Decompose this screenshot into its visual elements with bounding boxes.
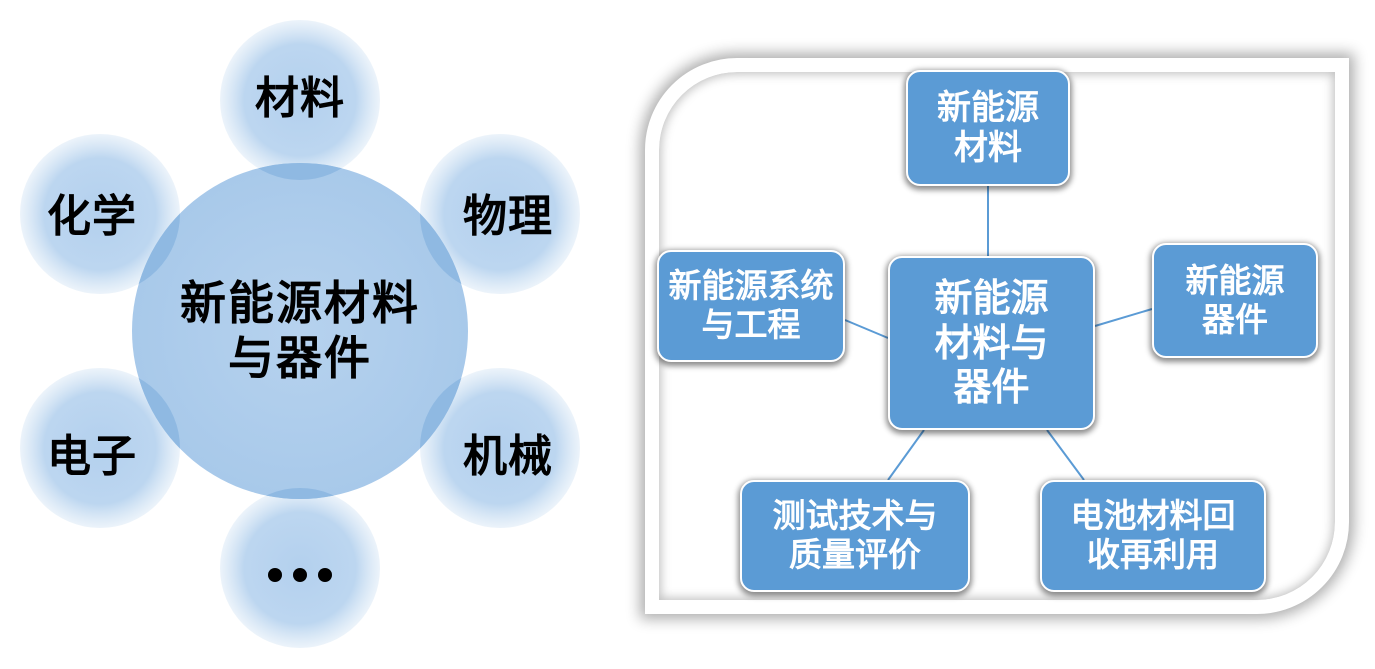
- node-bottom-right: 电池材料回收再利用: [1040, 480, 1266, 592]
- satellite-upper-right-circle: [420, 134, 580, 294]
- node-left: 新能源系统与工程: [657, 250, 845, 362]
- satellite-top-circle: [220, 20, 380, 180]
- node-top: 新能源材料: [906, 70, 1070, 186]
- satellite-label-lower-right: 机械: [463, 431, 553, 482]
- satellite-label-upper-right: 物理: [463, 191, 553, 242]
- satellite-label-upper-left: 化学: [47, 191, 137, 242]
- node-top-label: 新能源材料: [937, 87, 1039, 168]
- subject-cluster-diagram: 材料 物理 机械 电子 化学 新能源材料与器件: [0, 0, 600, 669]
- node-bottom-left: 测试技术与质量评价: [740, 480, 970, 592]
- node-bottom-right-label: 电池材料回收再利用: [1070, 496, 1236, 574]
- node-left-label: 新能源系统与工程: [668, 266, 834, 344]
- node-center-label: 新能源材料与器件: [934, 275, 1049, 410]
- cluster-center-label: 新能源材料与器件: [180, 275, 420, 385]
- node-right-label: 新能源器件: [1185, 260, 1285, 339]
- satellite-lower-left-circle: [20, 368, 180, 528]
- node-bottom-left-label: 测试技术与质量评价: [772, 496, 938, 574]
- center-circle: [132, 163, 468, 499]
- satellite-label-bottom-ellipsis: [268, 568, 332, 582]
- node-center: 新能源材料与器件: [888, 256, 1095, 430]
- satellite-label-lower-left: 电子: [47, 431, 137, 482]
- satellite-lower-right-circle: [420, 368, 580, 528]
- satellite-label-top: 材料: [255, 73, 345, 124]
- node-right: 新能源器件: [1152, 243, 1318, 358]
- satellite-upper-left-circle: [20, 134, 180, 294]
